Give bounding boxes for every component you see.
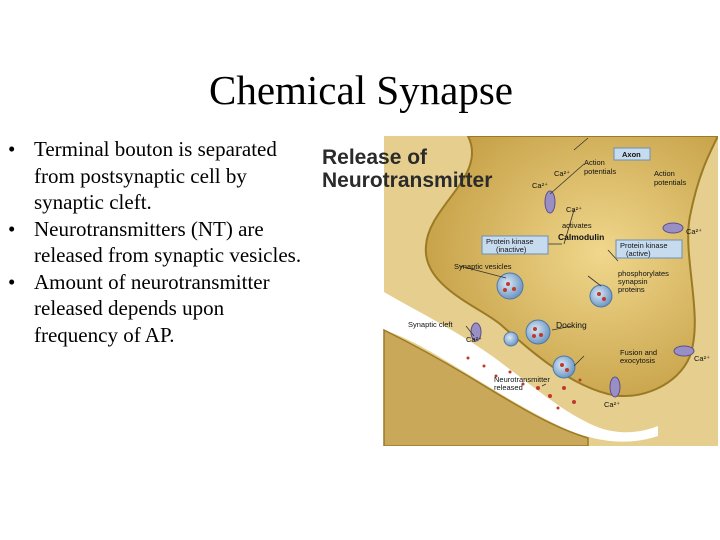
postsynaptic-cell bbox=[383, 328, 589, 446]
synaptic-cleft-label: Synaptic cleft bbox=[408, 320, 454, 329]
protein-kinase-active-box bbox=[615, 239, 683, 259]
action-potentials-right-label: potentials bbox=[654, 178, 686, 187]
calcium-channel bbox=[544, 190, 556, 214]
bullet-glyph: • bbox=[8, 216, 16, 241]
bullet-list: • Terminal bouton is separated from posts… bbox=[4, 136, 304, 348]
vesicle bbox=[503, 331, 519, 347]
slide-title: Chemical Synapse bbox=[208, 67, 514, 113]
vesicle bbox=[496, 272, 524, 300]
action-potentials-label: potentials bbox=[584, 167, 616, 176]
calmodulin-label: Calmodulin bbox=[558, 232, 604, 242]
bullet-item: • Amount of neurotransmitter released dep… bbox=[4, 269, 304, 349]
axon-box bbox=[613, 147, 651, 161]
neurotransmitter-released-label: released bbox=[494, 383, 523, 392]
released-neurotransmitter-dots bbox=[466, 356, 582, 410]
synapse-diagram: Release of Neurotransmitter Axon Action … bbox=[322, 136, 718, 446]
figure-title-line2: Neurotransmitter bbox=[322, 169, 492, 192]
vesicle bbox=[525, 319, 551, 345]
calcium-label: Ca²⁺ bbox=[532, 181, 548, 190]
protein-kinase-inactive-label: (inactive) bbox=[496, 245, 527, 254]
synaptic-vesicles-label: Synaptic vesicles bbox=[454, 262, 512, 271]
docking-label: Docking bbox=[556, 320, 587, 330]
vesicle bbox=[552, 355, 576, 379]
phosphorylates-label: proteins bbox=[618, 285, 645, 294]
protein-kinase-inactive-box bbox=[481, 235, 549, 255]
presynaptic-terminal bbox=[424, 136, 718, 398]
bullet-glyph: • bbox=[8, 269, 16, 294]
bullet-text: Amount of neurotransmitter released depe… bbox=[34, 269, 270, 347]
calcium-label: Ca²⁺ bbox=[686, 227, 702, 236]
synapse-figure: Release of Neurotransmitter Axon Action … bbox=[318, 136, 718, 446]
action-potentials-right-label: Action bbox=[654, 169, 675, 178]
calcium-label: Ca²⁺ bbox=[694, 354, 710, 363]
calcium-label: Ca²⁺ bbox=[466, 335, 482, 344]
phosphorylates-label: synapsin bbox=[618, 277, 648, 286]
calcium-channel bbox=[673, 345, 695, 357]
synaptic-vesicles bbox=[496, 272, 613, 379]
label-pointers bbox=[459, 137, 619, 387]
calcium-label: Ca²⁺ bbox=[604, 400, 620, 409]
protein-kinase-active-label: (active) bbox=[626, 249, 651, 258]
protein-kinase-active-label: Protein kinase bbox=[620, 241, 668, 250]
axon-label: Axon bbox=[622, 150, 641, 159]
calcium-label: Ca²⁺ bbox=[554, 169, 570, 178]
bullet-text: Neurotransmitters (NT) are released from… bbox=[34, 216, 302, 268]
bullet-item: • Terminal bouton is separated from posts… bbox=[4, 136, 304, 216]
fusion-label: exocytosis bbox=[620, 356, 655, 365]
bullet-glyph: • bbox=[8, 137, 16, 161]
figure-title-line1: Release of bbox=[322, 146, 428, 169]
activates-label: activates bbox=[562, 221, 592, 230]
calcium-label: Ca²⁺ bbox=[566, 205, 582, 214]
action-potentials-label: Action bbox=[584, 158, 605, 167]
phosphorylates-label: phosphorylates bbox=[618, 269, 669, 278]
calcium-channels bbox=[470, 190, 695, 398]
protein-kinase-inactive-label: Protein kinase bbox=[486, 237, 534, 246]
calcium-channel bbox=[609, 376, 621, 398]
fusion-label: Fusion and bbox=[620, 348, 657, 357]
bullet-text: Terminal bouton is separated from postsy… bbox=[34, 137, 277, 214]
bullet-item: • Neurotransmitters (NT) are released fro… bbox=[4, 216, 304, 269]
vesicle bbox=[589, 284, 613, 308]
neurotransmitter-released-label: Neurotransmitter bbox=[494, 375, 550, 384]
calcium-channel bbox=[662, 222, 684, 234]
